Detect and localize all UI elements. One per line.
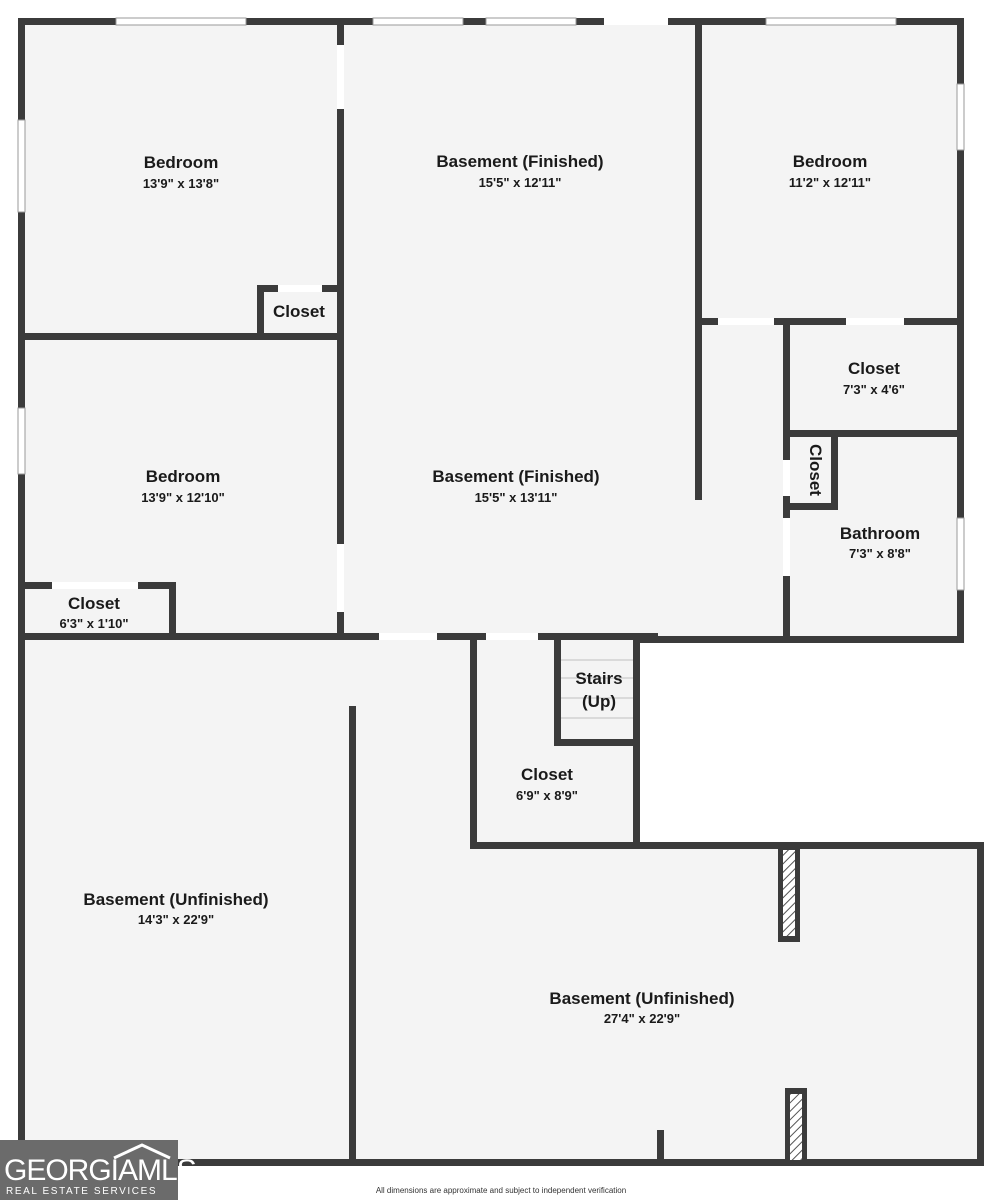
- room-dims-bedroom-1: 13'9" x 13'8": [143, 176, 219, 191]
- room-dims-closet-2: 7'3" x 4'6": [843, 382, 905, 397]
- room-name-closet-1: Closet: [273, 302, 325, 321]
- room-name-stairs: Stairs: [575, 669, 622, 688]
- room-dims-basement-unfinished-1: 14'3" x 22'9": [138, 912, 214, 927]
- room-labels: Bedroom 13'9" x 13'8" Basement (Finished…: [59, 152, 920, 1026]
- georgiamls-logo: GEORGIAMLS REAL ESTATE SERVICES: [0, 1140, 197, 1200]
- room-dims-basement-finished-2: 15'5" x 13'11": [475, 490, 558, 505]
- room-dims-stairs: (Up): [582, 692, 616, 711]
- room-dims-basement-finished-1: 15'5" x 12'11": [479, 175, 562, 190]
- room-dims-bedroom-3: 11'2" x 12'11": [789, 175, 871, 190]
- disclaimer-text: All dimensions are approximate and subje…: [375, 1186, 627, 1195]
- windows: [17, 17, 965, 591]
- roof-icon: [113, 1143, 171, 1160]
- floor-area: [18, 18, 984, 1166]
- room-dims-bathroom: 7'3" x 8'8": [849, 546, 911, 561]
- walls: [18, 18, 984, 1166]
- room-name-bedroom-3: Bedroom: [793, 152, 868, 171]
- room-name-basement-unfinished-2: Basement (Unfinished): [549, 989, 734, 1008]
- room-dims-closet-5: 6'9" x 8'9": [516, 788, 578, 803]
- room-name-bedroom-2: Bedroom: [146, 467, 221, 486]
- room-name-basement-finished-2: Basement (Finished): [432, 467, 599, 486]
- room-name-closet-2: Closet: [848, 359, 900, 378]
- stairs-treads: [561, 659, 633, 719]
- room-dims-basement-unfinished-2: 27'4" x 22'9": [604, 1011, 680, 1026]
- logo-tagline: REAL ESTATE SERVICES: [6, 1186, 158, 1197]
- room-name-closet-3: Closet: [806, 444, 825, 496]
- room-name-closet-5: Closet: [521, 765, 573, 784]
- room-name-bathroom: Bathroom: [840, 524, 920, 543]
- room-name-basement-unfinished-1: Basement (Unfinished): [83, 890, 268, 909]
- structural-columns: [778, 846, 807, 1166]
- logo-brand-text: GEORGIAMLS: [4, 1154, 197, 1187]
- room-name-bedroom-1: Bedroom: [144, 153, 219, 172]
- room-dims-closet-4: 6'3" x 1'10": [59, 616, 128, 631]
- room-name-basement-finished-1: Basement (Finished): [436, 152, 603, 171]
- room-name-closet-4: Closet: [68, 594, 120, 613]
- doors: [52, 18, 904, 640]
- room-dims-bedroom-2: 13'9" x 12'10": [141, 490, 225, 505]
